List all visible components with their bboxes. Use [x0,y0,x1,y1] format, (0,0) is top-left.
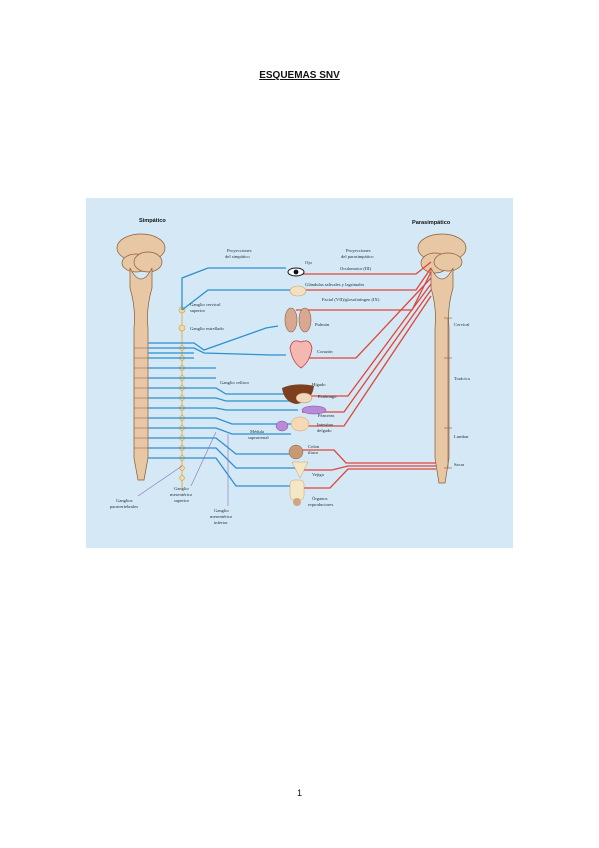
label-region-sacral: Sacra [454,462,464,467]
label-reproductive-1: Órganos [312,496,328,501]
label-heart: Corazón [317,349,333,354]
label-colon-2: iliaco [308,450,319,455]
label-ganglion-stellate: Ganglio estrellado [190,326,225,331]
label-adrenal-1: Médula [250,429,264,434]
region-brackets [444,317,452,469]
label-bladder: Vejiga [312,472,324,477]
label-mesenteric-inf-3: inferior [214,520,228,525]
eye-icon [287,267,305,277]
small-intestine-icon [290,416,310,432]
label-ganglion-cervical-2: superior [190,308,206,313]
bladder-icon [291,461,309,479]
label-region-thoracic: Torácica [454,376,470,381]
label-region-cervical: Cervical [454,322,470,327]
label-facial: Facial (VII)/glosofaríngeo (IX) [322,297,380,302]
label-reproductive-2: reproductores [308,502,333,507]
label-glands: Glándulas salivales y lagrimales [305,282,365,287]
stomach-icon [295,392,313,404]
reproductive-organs-icon [289,479,305,506]
pancreas-icon [301,405,327,415]
label-ganglion-celiac: Ganglio celíaco [220,380,250,385]
header-parasympathetic: Parasimpático [412,220,451,226]
label-lung: Pulmón [315,322,330,327]
label-mesenteric-sup-1: Ganglio [174,486,190,491]
salivary-glands-icon [289,285,307,297]
label-pancreas: Páncreas [318,413,335,418]
sym-projections-line1: Proyecciones [227,248,252,253]
ganglion-pointers [137,431,229,506]
label-ganglion-cervical-1: Ganglio cervical [190,302,221,307]
header-sympathetic: Simpático [139,218,166,224]
label-small-intestine-2: delgado [317,428,332,433]
label-small-intestine-1: Intestino [317,422,334,427]
page-title: ESQUEMAS SNV [259,70,340,81]
autonomic-diagram: Simpático Parasimpático Proyecciones del… [110,218,470,525]
right-brainstem-spinal-cord [417,233,467,484]
label-mesenteric-sup-2: mesentérico [170,492,193,497]
label-oculomotor: Oculomotor (III) [340,266,371,271]
parasympathetic-pathways [296,261,436,489]
label-paravertebral-1: Ganglios [116,498,133,503]
label-region-lumbar: Lumbar [454,434,469,439]
label-mesenteric-inf-1: Ganglio [214,508,230,513]
lung-icon [284,307,312,333]
label-mesenteric-sup-3: superior [174,498,190,503]
label-adrenal-2: suprarrenal [248,435,269,440]
par-projections-line2: del parasimpático [341,254,374,259]
label-paravertebral-2: paravertebrales [110,504,138,509]
sym-projections-line2: del simpático [225,254,250,259]
sympathetic-pathways [148,267,304,487]
par-projections-line1: Proyecciones [346,248,371,253]
colon-icon [288,444,304,460]
heart-icon [289,340,313,369]
label-stomach: Estómago [318,394,337,399]
label-liver: Hígado [312,382,326,387]
adrenal-medulla-icon [275,420,289,432]
label-eye: Ojo [305,260,313,265]
label-mesenteric-inf-2: mesentérico [210,514,233,519]
left-brainstem-spinal-cord [116,233,166,481]
autonomic-nervous-system-figure: Simpático Parasimpático Proyecciones del… [86,198,513,548]
label-colon-1: Colon [308,444,320,449]
page-number: 1 [296,788,302,798]
paravertebral-ganglia-chain [178,306,186,488]
